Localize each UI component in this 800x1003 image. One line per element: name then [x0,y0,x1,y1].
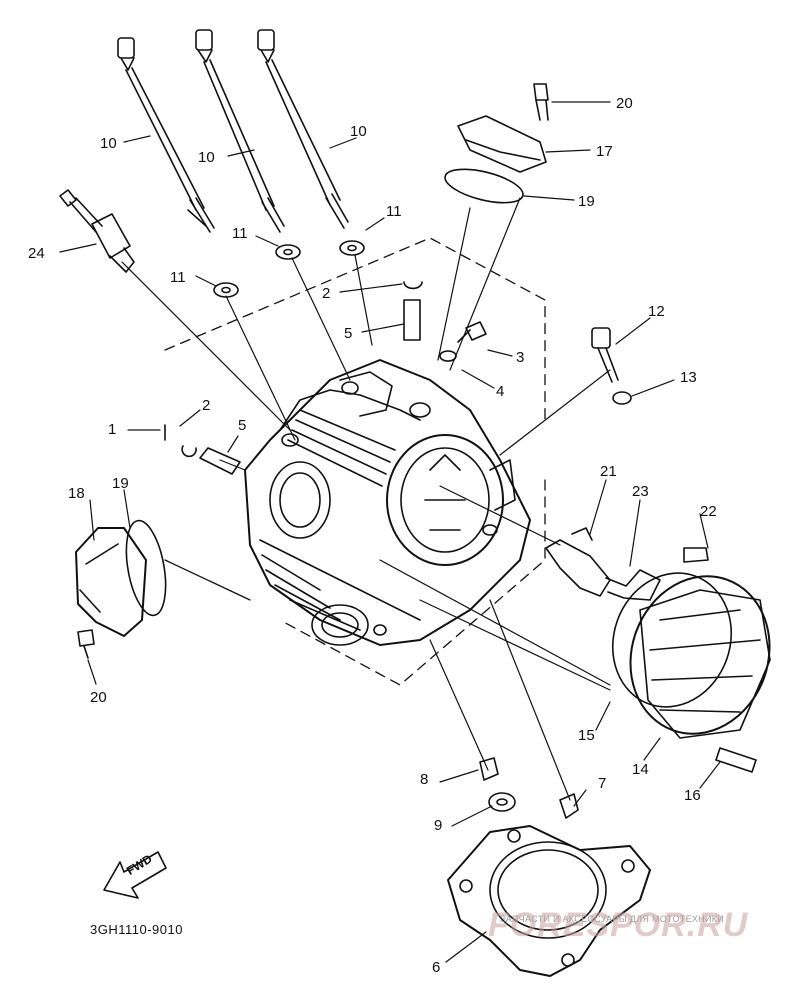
label-part-14: 14 [632,761,649,778]
assembly-boundary [164,237,546,686]
valve-guide [199,447,241,475]
dowels [479,757,579,819]
stud-bolt [117,37,215,233]
stud-bolt [257,29,349,229]
stud-bolts [117,29,349,233]
label-part-19: 19 [578,193,595,210]
screw [457,321,487,343]
label-part-10: 10 [350,123,367,140]
valve-guide [403,299,421,341]
callout-lines [59,101,721,963]
label-part-10: 10 [198,149,215,166]
label-part-7: 7 [598,775,607,792]
label-part-1: 1 [108,421,117,438]
head-gasket [447,825,651,977]
label-part-10: 10 [100,135,117,152]
bolt-12 [591,327,632,405]
label-part-8: 8 [420,771,429,788]
label-part-4: 4 [496,383,505,400]
label-part-12: 12 [648,303,665,320]
watermark-brand: FORESPOR.RU [488,906,749,944]
washers [213,240,365,298]
leader-lines [121,197,611,801]
label-part-11: 11 [232,225,248,242]
label-part-11: 11 [386,203,402,220]
cylinder-head [244,359,531,646]
clip [181,445,197,458]
label-part-21: 21 [600,463,617,480]
label-part-18: 18 [68,485,85,502]
label-part-20: 20 [616,95,633,112]
fwd-arrow [103,851,167,899]
small-parts [181,281,487,475]
label-part-22: 22 [700,503,717,520]
side-cover-18 [75,519,167,659]
label-part-2: 2 [322,285,331,302]
stud-bolt [195,29,285,233]
label-part-5: 5 [238,417,247,434]
label-part-15: 15 [578,727,595,744]
label-part-19: 19 [112,475,129,492]
label-part-9: 9 [434,817,443,834]
label-part-11: 11 [170,269,186,286]
tappet-cover-14 [611,547,771,773]
label-part-2: 2 [202,397,211,414]
clip [403,281,423,290]
label-part-13: 13 [680,369,697,386]
label-part-23: 23 [632,483,649,500]
label-part-20: 20 [90,689,107,706]
cap-17 [444,83,549,204]
pipe-21 [545,527,661,601]
watermark-subtitle: ЗАПЧАСТИ И АКСЕССУАРЫ ДЛЯ МОТОТЕХНИКИ [500,914,725,924]
label-part-6: 6 [432,959,441,976]
label-part-5: 5 [344,325,353,342]
diagram-code: 3GH1110-9010 [90,922,183,937]
spark-plug [59,189,135,273]
label-part-16: 16 [684,787,701,804]
label-part-17: 17 [596,143,613,160]
washer [439,350,457,362]
label-part-24: 24 [28,245,45,262]
label-part-3: 3 [516,349,525,366]
